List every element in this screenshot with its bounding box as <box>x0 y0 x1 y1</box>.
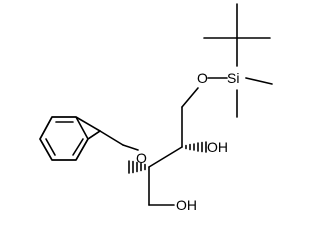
atom-label-benzyl-oxygen: O <box>136 150 147 166</box>
benzene-ring-outline <box>39 116 89 161</box>
hashed-wedge-c3-oh <box>185 141 207 153</box>
hashed-wedge-c2-o <box>128 160 146 174</box>
benzene-double-bond-3 <box>72 138 84 156</box>
atom-label-secondary-hydroxyl: OH <box>207 139 228 155</box>
atom-label-silyl-oxygen: O <box>197 70 208 86</box>
bond-o-benzyl-ch2 <box>122 144 139 151</box>
bond-ring-ipso-ch2 <box>87 130 101 140</box>
benzene-double-bond-2 <box>45 138 56 156</box>
chemical-structure: Si O O OH OH <box>39 3 273 213</box>
bond-si-methyl-right <box>245 77 273 85</box>
atom-label-primary-hydroxyl: OH <box>176 197 197 213</box>
bond-o-ch2 <box>181 87 199 108</box>
atom-label-silicon: Si <box>227 70 239 86</box>
bond-benzyl-ch2-ring <box>99 130 124 146</box>
bond-c3-c2 <box>148 146 183 168</box>
